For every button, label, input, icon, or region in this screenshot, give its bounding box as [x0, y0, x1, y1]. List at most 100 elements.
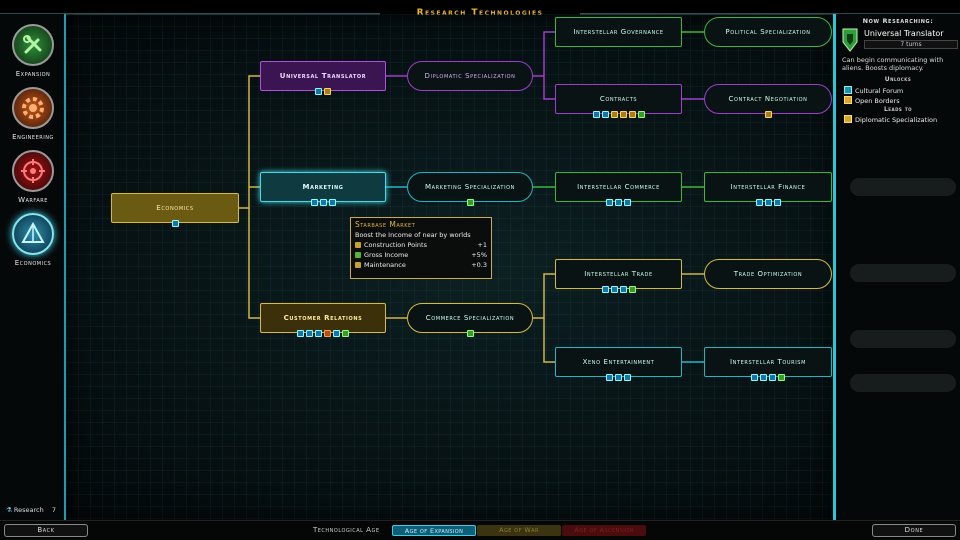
- tech-label: Commerce Specialization: [425, 313, 515, 322]
- pip-icon: [466, 330, 474, 337]
- pip-icon: [324, 330, 331, 337]
- title-divider-right: [580, 13, 960, 15]
- tech-label: Interstellar Governance: [573, 27, 664, 36]
- tech-node-contract-negotiation[interactable]: Contract Negotiation: [704, 84, 832, 118]
- leads-to-item[interactable]: Diplomatic Specialization: [844, 115, 937, 124]
- category-engineering[interactable]: Engineering: [4, 87, 62, 151]
- research-description: Can begin communicating with aliens. Boo…: [842, 56, 944, 72]
- tech-label: Interstellar Trade: [584, 269, 653, 278]
- pip-icon: [773, 199, 781, 206]
- tooltip-row-value: +0.3: [471, 261, 487, 269]
- target-icon: [12, 150, 54, 192]
- tech-label: Customer Relations: [283, 313, 363, 322]
- tooltip-row: Gross Income +5%: [355, 251, 487, 259]
- flask-icon: ⚗: [6, 506, 12, 514]
- tooltip-desc: Boost the Income of near by worlds: [355, 231, 471, 239]
- page-title: Research Technologies: [416, 8, 544, 18]
- pip-icon: [601, 111, 609, 118]
- now-researching-header: Now Researching:: [862, 17, 934, 25]
- pip-icon: [760, 374, 767, 381]
- tech-node-xeno-entertainment[interactable]: Xeno Entertainment: [555, 347, 682, 381]
- pip-icon: [297, 330, 304, 337]
- tech-label: Interstellar Tourism: [730, 357, 806, 366]
- tech-node-political-specialization[interactable]: Political Specialization: [704, 17, 832, 47]
- research-indicator-label: Research: [13, 506, 44, 514]
- pip-icon: [619, 111, 627, 118]
- pip-icon: [755, 199, 763, 206]
- tech-node-trade-optimization[interactable]: Trade Optimization: [704, 259, 832, 289]
- now-researching-panel: Now Researching: Universal Translator 7 …: [836, 14, 960, 522]
- tech-pips: [556, 199, 681, 206]
- age-of-ascension[interactable]: Age of Ascension: [562, 525, 646, 536]
- tooltip-row: Maintenance +0.3: [355, 261, 487, 269]
- tech-label: Marketing Specialization: [424, 182, 516, 191]
- technological-age-label: Technological Age: [313, 526, 380, 534]
- category-warfare[interactable]: Warfare: [4, 150, 62, 214]
- tech-node-interstellar-tourism[interactable]: Interstellar Tourism: [704, 347, 832, 381]
- pip-icon: [619, 286, 627, 293]
- pyramid-icon: [12, 213, 54, 255]
- tech-label: Economics: [156, 203, 194, 212]
- faded-background-node: [850, 374, 956, 392]
- pip-icon: [342, 330, 349, 337]
- pip-icon: [466, 199, 474, 206]
- unlock-item[interactable]: Cultural Forum: [844, 86, 903, 95]
- tooltip-row-value: +1: [477, 241, 487, 249]
- age-of-expansion[interactable]: Age of Expansion: [392, 525, 476, 536]
- pip-icon: [615, 199, 622, 206]
- title-bar: Research Technologies: [0, 0, 960, 18]
- pip-icon: [319, 199, 327, 206]
- pip-icon: [328, 199, 336, 206]
- tech-pips: [556, 111, 681, 118]
- research-indicator: ⚗ Research 7: [6, 506, 56, 514]
- gear-icon: [12, 87, 54, 129]
- category-expansion[interactable]: Expansion: [4, 24, 62, 88]
- tech-node-customer-relations[interactable]: Customer Relations: [260, 303, 386, 337]
- category-label: Engineering: [12, 133, 54, 141]
- tech-node-universal-translator[interactable]: Universal Translator: [260, 61, 386, 95]
- done-button[interactable]: Done: [872, 524, 956, 537]
- pip-icon: [624, 199, 631, 206]
- bottom-bar: Back Technological Age Age of Expansion …: [0, 520, 960, 540]
- unlock-item[interactable]: Open Borders: [844, 96, 900, 105]
- tech-label: Marketing: [302, 182, 344, 191]
- pip-icon: [624, 374, 631, 381]
- tech-node-interstellar-finance[interactable]: Interstellar Finance: [704, 172, 832, 206]
- pip-icon: [315, 330, 322, 337]
- pip-icon: [606, 199, 613, 206]
- research-turns: 7 turns: [864, 40, 958, 49]
- back-button[interactable]: Back: [4, 524, 88, 537]
- tech-node-commerce-specialization[interactable]: Commerce Specialization: [407, 303, 533, 337]
- tech-node-contracts[interactable]: Contracts: [555, 84, 682, 118]
- tech-node-marketing[interactable]: Marketing: [260, 172, 386, 206]
- category-label: Warfare: [18, 196, 48, 204]
- pip-icon: [171, 220, 179, 227]
- pip-icon: [324, 88, 331, 95]
- tech-label: Political Specialization: [725, 27, 811, 36]
- tech-node-diplomatic-specialization[interactable]: Diplomatic Specialization: [407, 61, 533, 91]
- category-label: Expansion: [15, 70, 51, 78]
- category-economics[interactable]: Economics: [4, 213, 62, 277]
- tooltip-row-label: Construction Points: [355, 241, 427, 249]
- current-research-name: Universal Translator: [864, 29, 944, 38]
- pip-icon: [306, 330, 313, 337]
- tooltip-row-value: +5%: [471, 251, 487, 259]
- tech-pips: [261, 88, 385, 95]
- pip-icon: [610, 286, 618, 293]
- age-of-war[interactable]: Age of War: [477, 525, 561, 536]
- tooltip-row-label: Gross Income: [355, 251, 408, 259]
- tooltip-title: Starbase Market: [355, 220, 416, 229]
- pip-icon: [637, 111, 645, 118]
- pip-icon: [628, 286, 636, 293]
- tech-node-interstellar-commerce[interactable]: Interstellar Commerce: [555, 172, 682, 206]
- tech-node-interstellar-trade[interactable]: Interstellar Trade: [555, 259, 682, 293]
- category-sidebar: Expansion Engineering Warfare Economics: [0, 14, 64, 514]
- tooltip-row-label: Maintenance: [355, 261, 406, 269]
- pip-icon: [315, 88, 322, 95]
- tech-node-interstellar-governance[interactable]: Interstellar Governance: [555, 17, 682, 47]
- current-research[interactable]: Universal Translator 7 turns: [840, 28, 958, 64]
- tech-node-marketing-specialization[interactable]: Marketing Specialization: [407, 172, 533, 206]
- tech-node-economics[interactable]: Economics: [111, 193, 239, 227]
- wrench-icon: [12, 24, 54, 66]
- faded-background-node: [850, 178, 956, 196]
